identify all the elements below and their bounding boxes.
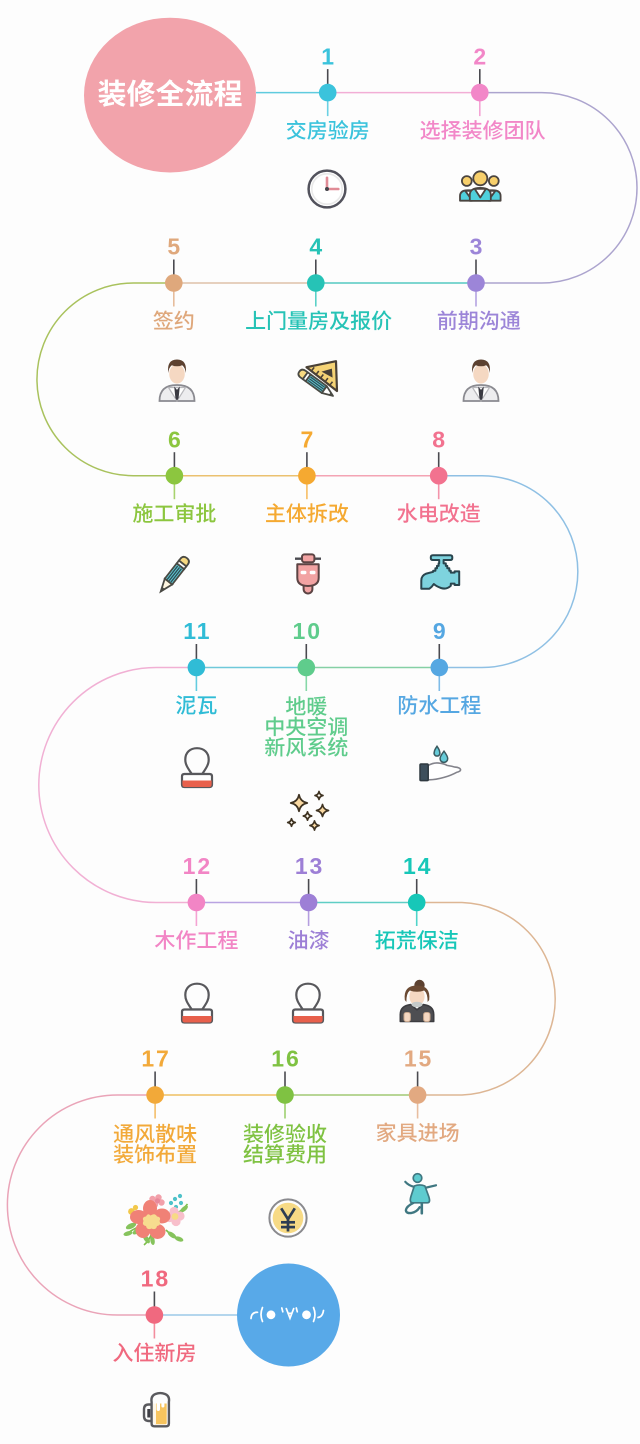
svg-text:12: 12 (183, 853, 212, 879)
svg-text:2: 2 (473, 43, 486, 69)
svg-text:7: 7 (301, 426, 314, 452)
svg-text:16: 16 (271, 1046, 300, 1072)
svg-text:14: 14 (403, 853, 432, 879)
svg-text:17: 17 (141, 1046, 170, 1072)
svg-text:9: 9 (433, 618, 446, 644)
svg-text:10: 10 (293, 618, 322, 644)
svg-text:5: 5 (167, 234, 180, 260)
svg-text:3: 3 (470, 234, 483, 260)
svg-text:4: 4 (309, 234, 322, 260)
svg-text:6: 6 (168, 426, 181, 452)
svg-text:15: 15 (404, 1046, 433, 1072)
svg-text:8: 8 (432, 426, 445, 452)
svg-text:11: 11 (183, 618, 211, 644)
svg-text:13: 13 (295, 853, 324, 879)
svg-text:1: 1 (321, 43, 334, 69)
svg-text:18: 18 (141, 1266, 170, 1292)
